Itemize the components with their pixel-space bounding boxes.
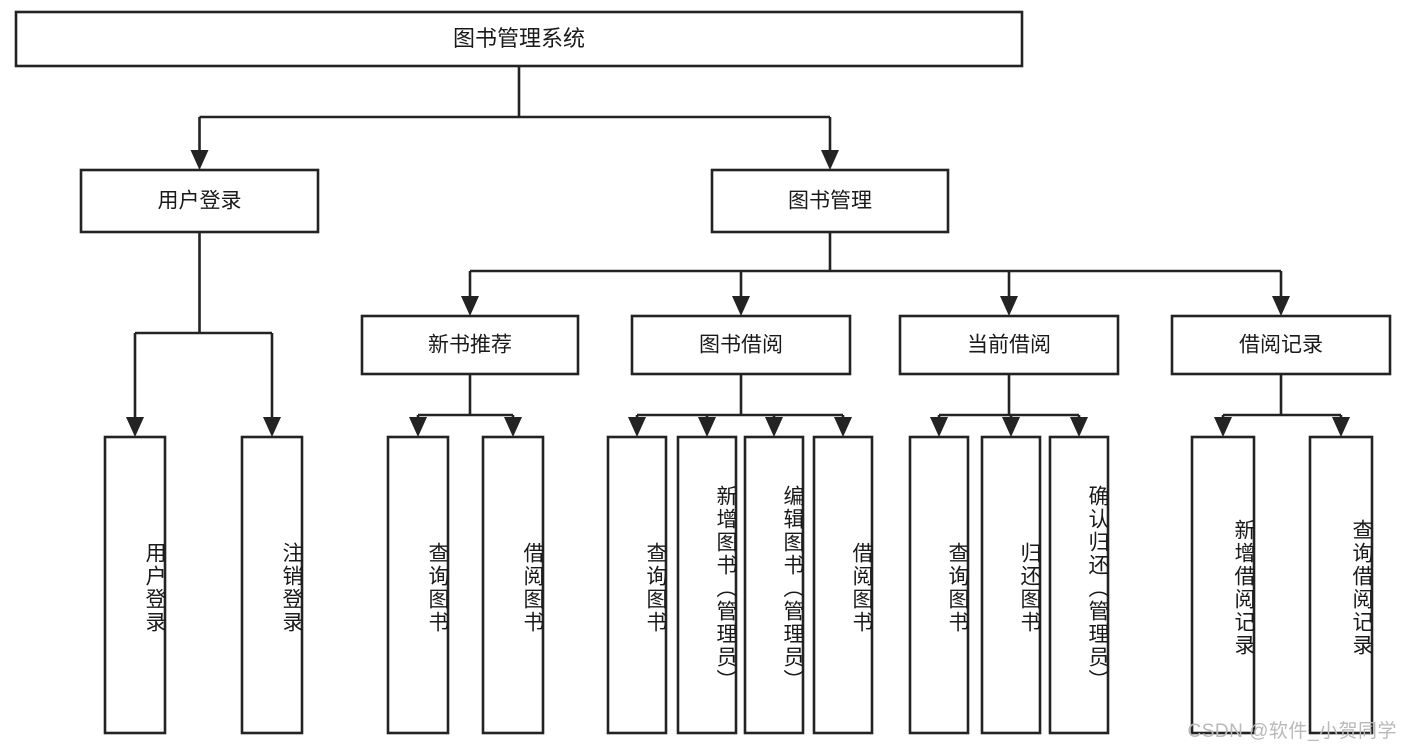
node-box-borrow-record[interactable] bbox=[1170, 314, 1392, 376]
node-box-current-borrow[interactable] bbox=[898, 314, 1120, 376]
arrow-head-icon bbox=[732, 296, 750, 316]
node-box-new-book-recommend[interactable] bbox=[360, 314, 580, 376]
leaf-box-add-book-admin[interactable] bbox=[676, 435, 738, 735]
arrow-head-icon bbox=[1214, 417, 1232, 437]
connectors-layer bbox=[126, 66, 1350, 437]
leaf-box-add-borrow-record[interactable] bbox=[1190, 435, 1256, 735]
arrow-head-icon bbox=[190, 150, 209, 170]
node-label-new-book-recommend: 新书推荐 bbox=[428, 334, 512, 357]
arrow-head-icon bbox=[765, 417, 783, 437]
arrow-head-icon bbox=[504, 417, 522, 437]
leaf-box-borrow-book-2[interactable] bbox=[812, 435, 874, 735]
arrow-head-icon bbox=[409, 417, 427, 437]
leaf-box-query-book-2[interactable] bbox=[606, 435, 668, 735]
node-box-book-borrow[interactable] bbox=[630, 314, 852, 376]
arrow-head-icon bbox=[821, 150, 839, 170]
leaf-box-query-book-3[interactable] bbox=[908, 435, 970, 735]
arrow-head-icon bbox=[263, 417, 281, 437]
arrow-head-icon bbox=[1332, 417, 1350, 437]
watermark: CSDN @软件_小贺同学 bbox=[1187, 721, 1397, 742]
arrow-head-icon bbox=[628, 417, 646, 437]
arrow-head-icon bbox=[834, 417, 852, 437]
arrow-head-icon bbox=[461, 296, 479, 316]
arrow-head-icon bbox=[126, 417, 144, 437]
leaf-box-confirm-return-admin[interactable] bbox=[1048, 435, 1110, 735]
node-label-borrow-record: 借阅记录 bbox=[1239, 334, 1323, 357]
leaf-box-query-borrow-record[interactable] bbox=[1308, 435, 1374, 735]
arrow-head-icon bbox=[930, 417, 948, 437]
node-label-root: 图书管理系统 bbox=[453, 26, 585, 51]
arrow-head-icon bbox=[1070, 417, 1088, 437]
arrow-head-icon bbox=[1000, 296, 1018, 316]
leaf-box-borrow-book-1[interactable] bbox=[481, 435, 545, 735]
node-label-current-borrow: 当前借阅 bbox=[967, 334, 1051, 357]
leaf-box-return-book[interactable] bbox=[980, 435, 1042, 735]
leaf-box-user-login-do[interactable] bbox=[103, 435, 167, 735]
node-label-book-management: 图书管理 bbox=[788, 190, 872, 213]
arrow-head-icon bbox=[1272, 296, 1290, 316]
arrow-head-icon bbox=[1002, 417, 1020, 437]
node-box-book-management[interactable] bbox=[710, 168, 950, 234]
arrow-head-icon bbox=[698, 417, 716, 437]
node-box-root[interactable] bbox=[14, 10, 1024, 68]
leaf-box-query-book-1[interactable] bbox=[386, 435, 450, 735]
node-label-book-borrow: 图书借阅 bbox=[699, 334, 783, 357]
leaf-box-edit-book-admin[interactable] bbox=[743, 435, 805, 735]
node-label-user-login: 用户登录 bbox=[158, 190, 242, 213]
boxes-layer bbox=[14, 10, 1392, 735]
leaf-box-user-logout[interactable] bbox=[240, 435, 304, 735]
node-box-user-login[interactable] bbox=[79, 168, 320, 234]
